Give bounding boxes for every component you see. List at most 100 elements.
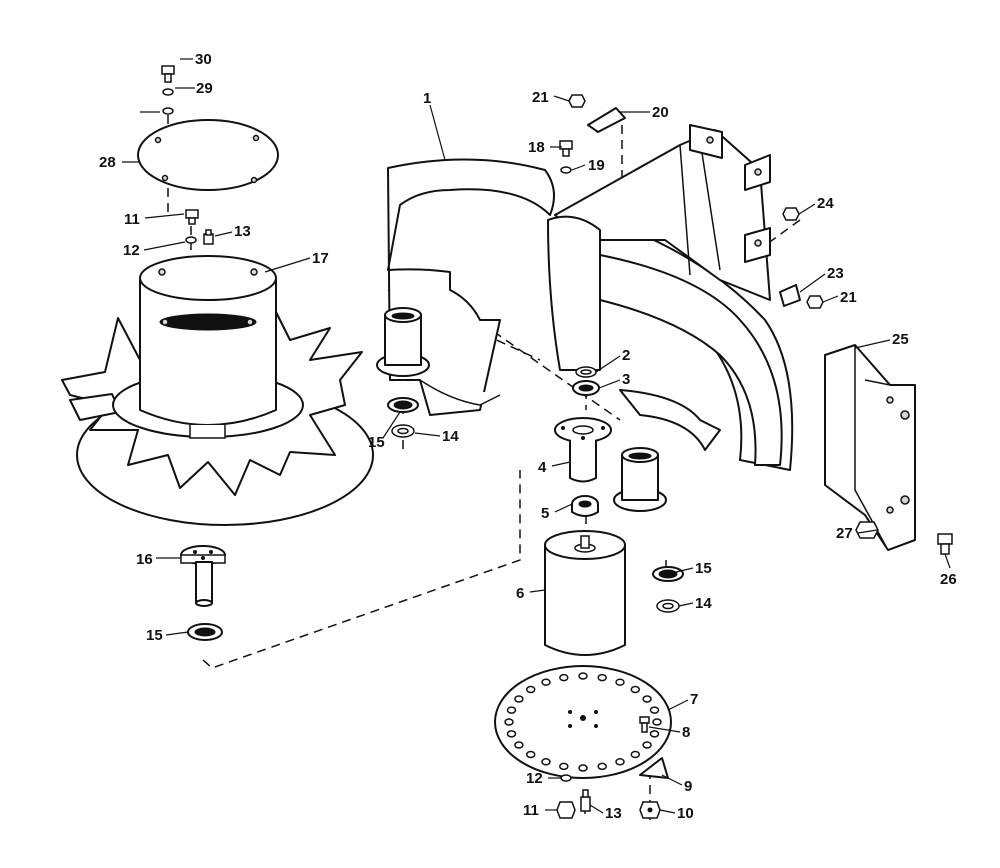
washer-30 bbox=[162, 107, 174, 115]
disc-hole bbox=[578, 764, 588, 772]
callout-2: 2 bbox=[622, 347, 630, 364]
fan-housing bbox=[61, 255, 374, 526]
callout-18: 18 bbox=[528, 139, 545, 156]
washer-29 bbox=[162, 88, 174, 96]
callout-15-left: 15 bbox=[146, 627, 163, 644]
disc-hole bbox=[559, 673, 569, 682]
bolt-18 bbox=[559, 140, 573, 157]
callout-15-right: 15 bbox=[695, 560, 712, 577]
disc-hole bbox=[615, 758, 625, 766]
nut-11-lower bbox=[556, 801, 576, 819]
callout-13-lower: 13 bbox=[605, 805, 622, 822]
callout-5: 5 bbox=[541, 505, 549, 522]
hub-16 bbox=[180, 545, 226, 607]
callout-leaders bbox=[122, 58, 951, 814]
disc-hole bbox=[514, 695, 524, 703]
callout-22: 23 bbox=[827, 265, 844, 282]
clip-22 bbox=[779, 284, 801, 307]
washer-12-upper bbox=[185, 236, 197, 244]
callout-13-upper: 13 bbox=[234, 223, 251, 240]
bolt-28 bbox=[161, 65, 175, 83]
disc-hole bbox=[541, 758, 551, 766]
callout-12-upper: 12 bbox=[123, 242, 140, 259]
washer-14-mid bbox=[391, 424, 415, 438]
callout-11-upper: 11 bbox=[124, 211, 140, 228]
disc-hole bbox=[597, 673, 607, 682]
main-frame bbox=[387, 124, 794, 471]
callout-8: 8 bbox=[682, 724, 690, 741]
callout-20: 20 bbox=[652, 104, 669, 121]
nipple-13-lower bbox=[580, 789, 591, 812]
callout-4: 4 bbox=[538, 459, 547, 476]
callout-26: 27 bbox=[836, 525, 853, 542]
disc-hole bbox=[649, 706, 660, 714]
callout-labels: 30 29 28 11 12 13 17 16 15 15 14 1 18 19… bbox=[99, 51, 957, 822]
cover-plate bbox=[137, 119, 279, 191]
disc-hole bbox=[506, 706, 517, 714]
disc-hole bbox=[559, 762, 569, 771]
callout-1: 1 bbox=[423, 90, 431, 107]
disc-hole bbox=[514, 741, 524, 749]
nut-21-right bbox=[806, 295, 824, 309]
callout-14-right: 14 bbox=[695, 595, 712, 612]
bolt-11-upper bbox=[185, 209, 199, 225]
bearing-tube-left bbox=[376, 307, 430, 377]
disc-hole bbox=[525, 685, 536, 694]
disc-hole bbox=[506, 730, 517, 738]
disc-hole bbox=[578, 672, 588, 680]
side-plate-24 bbox=[824, 344, 916, 551]
seal-2 bbox=[575, 366, 597, 378]
bolt-23 bbox=[782, 207, 800, 221]
cylinder-housing-6 bbox=[544, 530, 626, 656]
clip-20 bbox=[587, 107, 626, 133]
callout-14-mid: 14 bbox=[442, 428, 459, 445]
disc-hole bbox=[642, 741, 652, 749]
bearing-15-mid bbox=[387, 397, 419, 413]
disc-hole bbox=[615, 678, 625, 686]
callout-19: 19 bbox=[588, 157, 605, 174]
nut-10 bbox=[639, 801, 661, 819]
callout-29: 29 bbox=[196, 80, 213, 97]
callout-3: 3 bbox=[622, 371, 630, 388]
perforated-disc-7 bbox=[494, 665, 672, 779]
callout-10: 10 bbox=[677, 805, 694, 822]
washer-12-lower bbox=[560, 774, 572, 782]
callout-24: 25 bbox=[892, 331, 909, 348]
nipple-13-upper bbox=[203, 229, 214, 245]
washer-19 bbox=[560, 166, 572, 174]
callout-28: 30 bbox=[195, 51, 212, 68]
disc-hole bbox=[630, 685, 641, 694]
bearing-housing-4 bbox=[554, 417, 612, 483]
callout-27: 28 bbox=[99, 154, 116, 171]
callout-11-lower: 11 bbox=[523, 802, 539, 819]
callout-6: 6 bbox=[516, 585, 524, 602]
callout-7: 7 bbox=[690, 691, 698, 708]
bracket-9 bbox=[639, 757, 669, 779]
callout-12-lower: 12 bbox=[526, 770, 543, 787]
callout-21-upper: 21 bbox=[532, 89, 549, 106]
bearing-15-left bbox=[187, 623, 223, 641]
callout-15-mid: 15 bbox=[368, 434, 385, 451]
disc-hole bbox=[504, 718, 514, 726]
disc-hole bbox=[652, 718, 662, 726]
bearing-tube-right bbox=[613, 447, 667, 512]
callout-16: 16 bbox=[136, 551, 153, 568]
washer-14-right bbox=[656, 599, 680, 613]
bolt-25 bbox=[937, 533, 953, 555]
callout-9: 9 bbox=[684, 778, 692, 795]
disc-hole bbox=[525, 750, 536, 759]
disc-hole bbox=[649, 730, 660, 738]
callout-21-right: 21 bbox=[840, 289, 857, 306]
screw-8 bbox=[639, 716, 650, 733]
disc-hole bbox=[597, 762, 607, 771]
bearing-5 bbox=[571, 495, 599, 517]
disc-hole bbox=[630, 750, 641, 759]
callout-17: 17 bbox=[312, 250, 329, 267]
callout-23: 24 bbox=[817, 195, 834, 212]
disc-hole bbox=[642, 695, 652, 703]
nut-26 bbox=[855, 521, 879, 539]
disc-hole bbox=[541, 678, 551, 686]
nut-21-upper bbox=[568, 94, 586, 108]
bearing-3 bbox=[572, 380, 600, 396]
